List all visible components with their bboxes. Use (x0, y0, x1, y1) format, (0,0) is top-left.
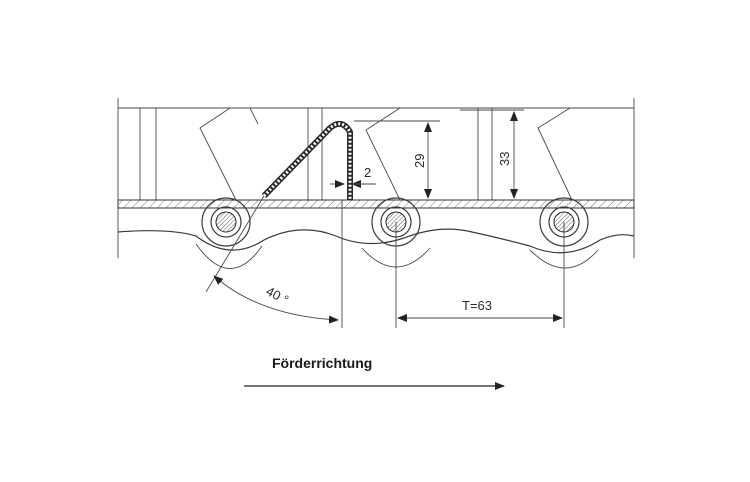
dimension-pitch-label: T=63 (462, 298, 492, 313)
roller-left (201, 197, 251, 247)
top-plate (117, 199, 635, 209)
driver-hook (261, 120, 353, 200)
dimension-height-inner: 29 (354, 120, 440, 199)
dimension-thickness-label: 2 (364, 165, 371, 180)
conveying-direction-label: Förderrichtung (272, 355, 372, 371)
dimension-thickness: 2 (330, 165, 376, 188)
dimension-angle-label: 40 ° (264, 283, 292, 307)
conveying-direction: Förderrichtung (244, 355, 505, 390)
side-plates (117, 98, 635, 258)
chain-links (117, 228, 635, 269)
dimension-height-outer-label: 33 (497, 152, 512, 166)
dimension-height-inner-label: 29 (412, 154, 427, 168)
dimension-pitch: T=63 (395, 222, 565, 328)
dimension-height-outer: 33 (460, 109, 524, 199)
